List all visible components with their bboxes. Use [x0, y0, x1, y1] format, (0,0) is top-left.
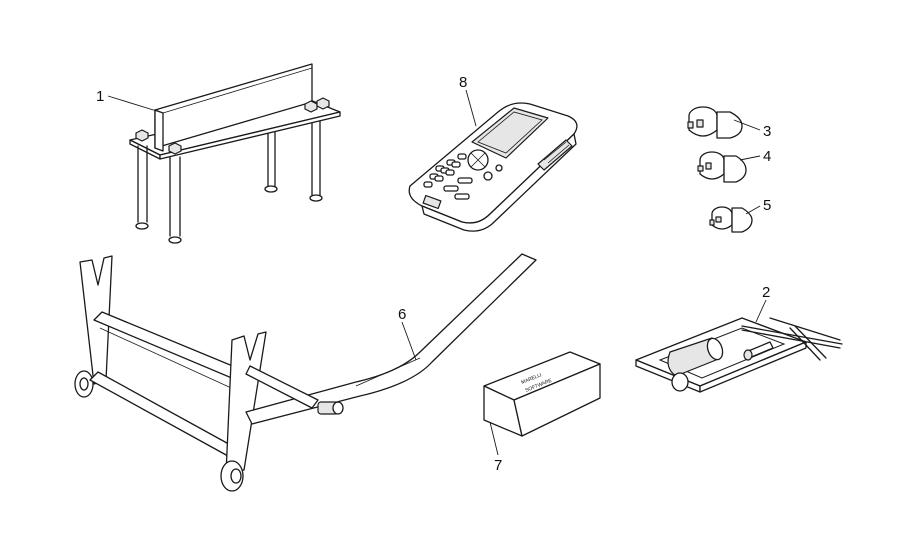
callout-6: 6: [398, 306, 406, 323]
leader-lines: [107, 89, 767, 456]
callout-1: 1: [96, 88, 104, 105]
callout-3: 3: [763, 123, 771, 140]
part-2-frame-tool: [635, 317, 843, 393]
part-7-software-box: MARELLI SOFTWARE: [483, 351, 601, 437]
callout-4: 4: [763, 148, 771, 165]
callout-8: 8: [459, 74, 467, 91]
part-4-socket-wrench: [697, 151, 747, 183]
part-3-socket-wrench: [687, 106, 743, 139]
callout-5: 5: [763, 197, 771, 214]
part-1-support-bench: [129, 63, 341, 244]
callout-numbers: 1 2 3 4 5 6 7 8: [96, 74, 771, 474]
callout-2: 2: [762, 284, 770, 301]
part-8-diagnostic-tester: [408, 102, 578, 232]
part-5-socket-wrench: [709, 206, 753, 233]
part-6-paddock-stand: [74, 253, 537, 492]
callout-7: 7: [494, 457, 502, 474]
